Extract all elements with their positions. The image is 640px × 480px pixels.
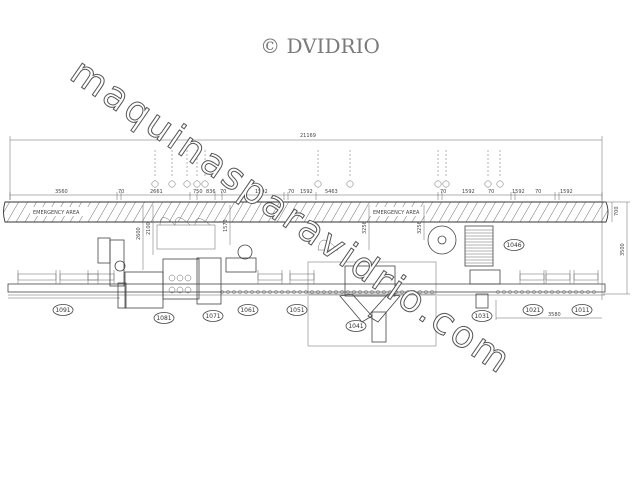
segment-dim-label: 70: [288, 189, 294, 195]
conveyor-line: [7, 270, 606, 299]
svg-text:1071: 1071: [205, 313, 220, 320]
svg-text:1046: 1046: [506, 242, 521, 249]
connection-marker-icon: [442, 180, 450, 188]
right-dimensions: 700 3500: [603, 201, 630, 295]
glass-table: [257, 273, 283, 281]
segment-dim-label: 750: [193, 189, 203, 195]
segment-dim-label: 1592: [300, 189, 313, 195]
dim-label: 2100: [146, 222, 152, 235]
segment-dim-label: 70: [440, 189, 446, 195]
connection-markers: [151, 150, 504, 188]
copyright-title: © DVIDRIO: [260, 34, 380, 58]
connection-marker-icon: [484, 180, 492, 188]
segment-dim-label: 3560: [55, 189, 68, 195]
part-label-1081: 1081: [153, 312, 175, 324]
connection-marker-icon: [314, 180, 322, 188]
segment-dim-label: 70: [488, 189, 494, 195]
svg-text:1021: 1021: [525, 307, 540, 314]
connection-marker-icon: [193, 180, 201, 188]
svg-text:1051: 1051: [289, 307, 304, 314]
vertical-dimensions: 2600 2100 1575 3256 3256: [136, 205, 425, 270]
connection-marker-icon: [346, 180, 354, 188]
segment-dim-label: 836: [206, 189, 216, 195]
segment-dim-label: 1592: [255, 189, 268, 195]
bottom-dim-label: 3580: [548, 312, 561, 318]
connection-marker-icon: [183, 180, 191, 188]
glass-table: [289, 273, 315, 281]
total-height-label: 3500: [620, 243, 626, 256]
connection-marker-icon: [151, 180, 159, 188]
segment-dim-label: 70: [220, 189, 226, 195]
connection-marker-icon: [201, 180, 209, 188]
connection-marker-icon: [496, 180, 504, 188]
emergency-area-band: EMERGENCY AREA EMERGENCY AREA: [3, 201, 609, 223]
machines: [97, 217, 501, 347]
svg-text:1061: 1061: [240, 307, 255, 314]
segment-dim-label: 2661: [150, 189, 163, 195]
band-depth-label: 700: [614, 206, 620, 216]
svg-text:1091: 1091: [55, 307, 70, 314]
dim-label: 3256: [417, 221, 423, 234]
dim-label: 1575: [223, 219, 229, 232]
part-label-1011: 1011: [571, 304, 593, 316]
part-label-1051: 1051: [286, 304, 308, 316]
part-label-1046: 1046: [503, 239, 525, 251]
segment-dim-label: 70: [535, 189, 541, 195]
segment-dim-label: 1592: [560, 189, 573, 195]
glass-table: [59, 273, 99, 281]
emergency-area-label: EMERGENCY AREA: [33, 210, 80, 216]
glass-table: [17, 273, 57, 281]
connection-marker-icon: [434, 180, 442, 188]
glass-table: [545, 273, 571, 281]
part-label-1041: 1041: [345, 320, 367, 332]
segment-dim-label: 1592: [462, 189, 475, 195]
connection-marker-icon: [168, 180, 176, 188]
emergency-area-label: EMERGENCY AREA: [373, 210, 420, 216]
part-label-1091: 1091: [52, 304, 74, 316]
svg-text:1031: 1031: [474, 313, 489, 320]
glass-table: [519, 273, 545, 281]
svg-text:1011: 1011: [574, 307, 589, 314]
segment-dim-label: 5463: [325, 189, 338, 195]
part-label-1061: 1061: [237, 304, 259, 316]
svg-text:1041: 1041: [348, 323, 363, 330]
part-labels: 1091 1081 1071 1061 1051 1041 1031 1021 1011 1046: [52, 239, 593, 332]
part-label-1071: 1071: [202, 310, 224, 322]
dim-label: 2600: [136, 227, 142, 240]
overall-length-label: 21169: [300, 133, 316, 139]
segment-dim-label: 70: [118, 189, 124, 195]
dim-label: 3256: [362, 221, 368, 234]
segment-dim-label: 1592: [512, 189, 525, 195]
glass-table: [573, 273, 599, 281]
svg-text:1081: 1081: [156, 315, 171, 322]
part-label-1031: 1031: [471, 310, 493, 322]
bottom-dimension: 3580: [495, 300, 602, 320]
part-label-1021: 1021: [522, 304, 544, 316]
